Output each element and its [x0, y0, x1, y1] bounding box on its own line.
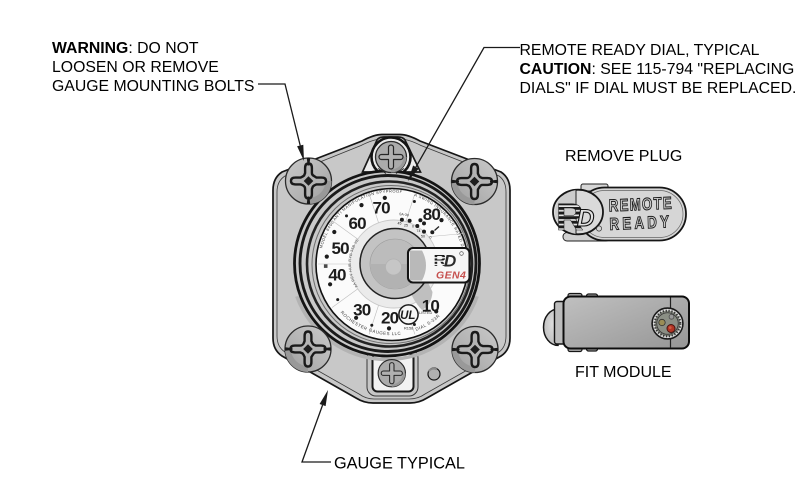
svg-text:50: 50 [421, 235, 425, 239]
svg-text:40: 40 [328, 266, 346, 285]
svg-text:80: 80 [423, 205, 441, 224]
svg-text:LISTED: LISTED [419, 311, 433, 315]
svg-text:30: 30 [353, 301, 371, 320]
svg-text:45: 45 [398, 222, 402, 226]
svg-text:GAUGE TYPICAL: GAUGE TYPICAL [334, 455, 465, 473]
svg-text:D: D [577, 205, 594, 232]
svg-text:R158: R158 [404, 326, 413, 331]
svg-text:LOOSEN OR REMOVE: LOOSEN OR REMOVE [52, 59, 219, 76]
svg-text:25: 25 [404, 224, 408, 228]
svg-text:D: D [444, 252, 456, 271]
svg-text:0: 0 [412, 225, 414, 229]
svg-text:READY: READY [609, 213, 672, 235]
svg-text:SA-30: SA-30 [399, 212, 409, 217]
svg-text:50: 50 [331, 239, 349, 258]
svg-text:UL: UL [400, 310, 415, 322]
svg-text:20: 20 [381, 308, 399, 327]
svg-text:FIT MODULE: FIT MODULE [575, 364, 672, 381]
svg-text:REMOVE PLUG: REMOVE PLUG [565, 148, 682, 165]
svg-text:0: 0 [430, 236, 432, 240]
svg-text:DIALS" IF DIAL MUST BE REPLACE: DIALS" IF DIAL MUST BE REPLACED. [520, 80, 797, 97]
svg-text:WARNING: DO NOT: WARNING: DO NOT [52, 40, 199, 57]
svg-text:70: 70 [372, 199, 390, 218]
svg-text:74: 74 [417, 229, 421, 233]
svg-text:R: R [556, 197, 583, 239]
svg-text:60: 60 [348, 214, 366, 233]
svg-text:GEN4: GEN4 [436, 270, 466, 282]
svg-text:GAUGE MOUNTING BOLTS: GAUGE MOUNTING BOLTS [52, 78, 254, 95]
svg-text:R: R [434, 250, 447, 270]
svg-text:REMOTE READY DIAL, TYPICAL: REMOTE READY DIAL, TYPICAL [520, 42, 760, 59]
svg-text:CAUTION: SEE 115-794 "REPLACIN: CAUTION: SEE 115-794 "REPLACING [520, 61, 795, 78]
svg-text:REMOTE: REMOTE [609, 194, 674, 216]
